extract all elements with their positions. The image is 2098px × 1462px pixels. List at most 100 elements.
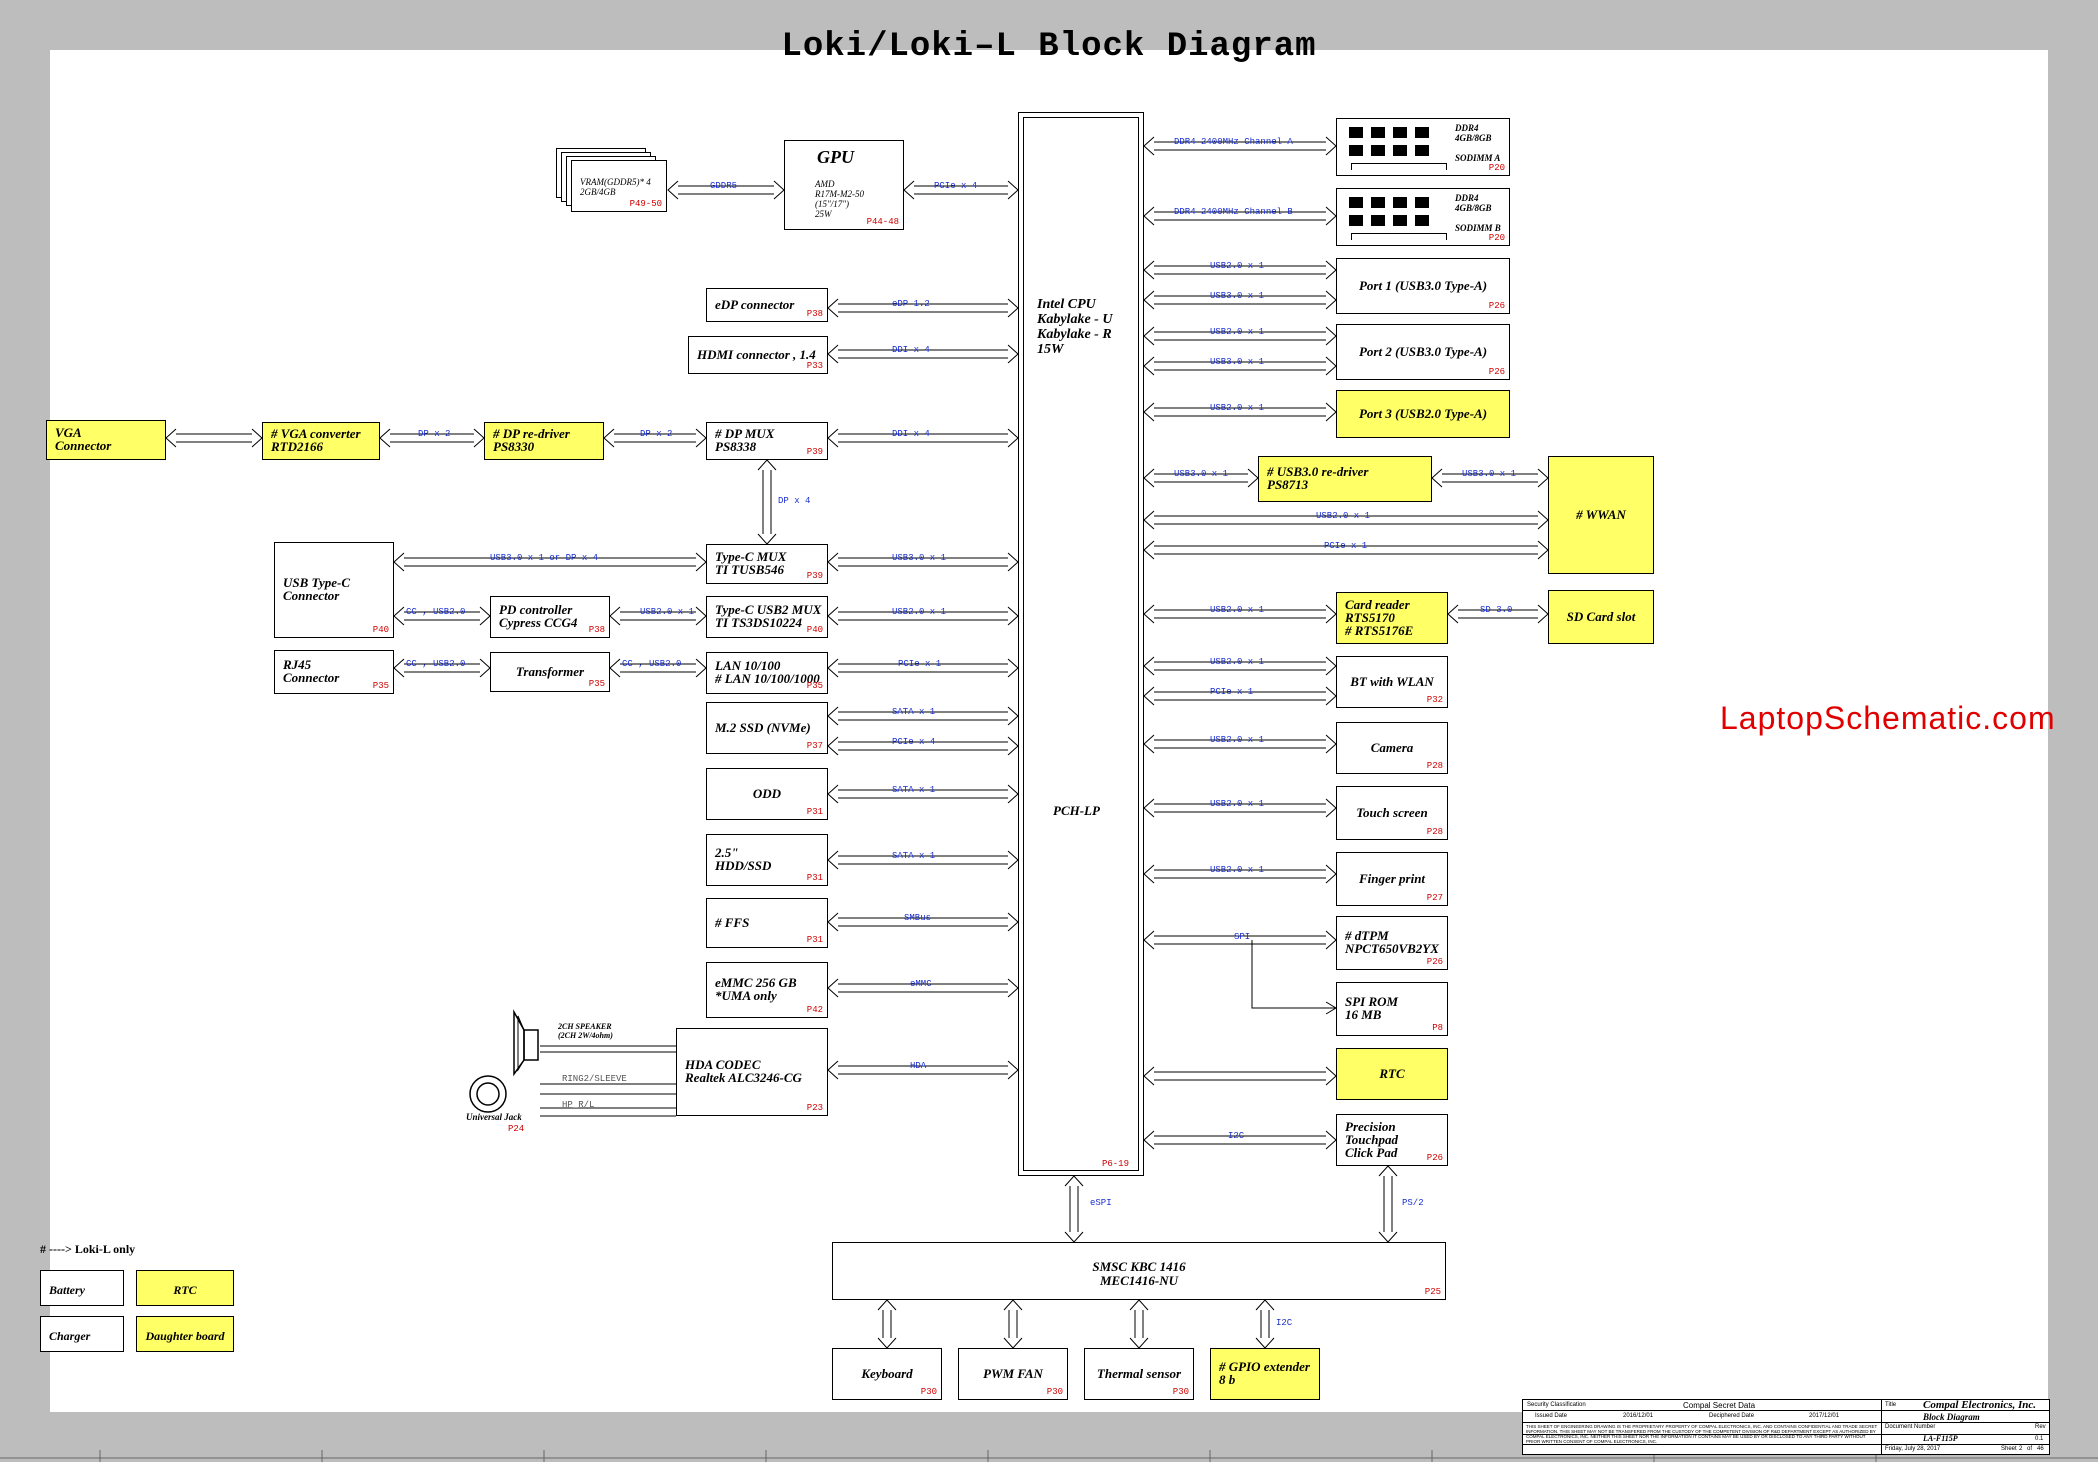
signal-dp4: DP x 4 — [778, 496, 811, 506]
bus-arrow — [393, 552, 707, 572]
tcmux-page: P39 — [806, 571, 823, 581]
sdslot-block: SD Card slot — [1548, 590, 1654, 644]
tb-company: Compal Electronics, Inc. — [1923, 1399, 2037, 1411]
jack-page: P24 — [508, 1124, 525, 1134]
ffs-page: P31 — [806, 935, 823, 945]
signal-touch: USB2.0 x 1 — [1210, 799, 1265, 809]
signal-p2u3: USB3.0 x 1 — [1210, 357, 1265, 367]
dpmux-page: P39 — [806, 447, 823, 457]
speaker-icon — [513, 1009, 539, 1077]
bus-arrow — [827, 912, 1019, 932]
signal-ddr_b: DDR4 2400MHz Channel B — [1174, 207, 1293, 217]
dram-chip — [1371, 145, 1385, 156]
tb-deciphered: Deciphered Date — [1709, 1413, 1755, 1419]
dram-chip — [1371, 215, 1385, 226]
tb-rev-label: Rev — [2035, 1424, 2046, 1430]
lan-label: LAN 10/100 # LAN 10/100/1000 — [715, 658, 820, 686]
page-title: Loki/Loki–L Block Diagram — [781, 28, 1317, 66]
port3-label: Port 3 (USB2.0 Type-A) — [1358, 405, 1488, 421]
legend-daughter-label: Daughter board — [145, 1329, 225, 1343]
kbc-label: SMSC KBC 1416 MEC1416-NU — [1092, 1259, 1186, 1288]
rtc-block: RTC — [1336, 1048, 1448, 1100]
dram-chip — [1393, 145, 1407, 156]
bus-arrow — [1143, 1130, 1337, 1150]
audio-jack-icon — [469, 1075, 507, 1113]
jack-label: Universal Jack — [466, 1112, 522, 1122]
tb-issued-val: 2016/12/01 — [1623, 1413, 1654, 1419]
camera-page: P28 — [1426, 761, 1443, 771]
fan-page: P30 — [1046, 1387, 1063, 1397]
vram-page: P49-50 — [629, 199, 662, 209]
bus-arrow — [1255, 1299, 1275, 1349]
vgaconv-block: # VGA converter RTD2166 — [262, 422, 380, 460]
hdmi-page: P33 — [806, 361, 823, 371]
signal-wwan_pcie: PCIe x 1 — [1324, 541, 1368, 551]
odd-page: P31 — [806, 807, 823, 817]
bus-arrow — [1143, 540, 1549, 560]
tb-sheet: 2 — [2019, 1446, 2023, 1452]
hdd-page: P31 — [806, 873, 823, 883]
tb-deciphered-val: 2017/12/01 — [1809, 1413, 1840, 1419]
port1-label: Port 1 (USB3.0 Type-A) — [1358, 277, 1488, 293]
dram-chip — [1371, 197, 1385, 208]
dram-chip — [1371, 127, 1385, 138]
signal-dp2b: DP x 2 — [640, 429, 673, 439]
odd-block: ODD P31 — [706, 768, 828, 820]
xfmr-label: Transformer — [515, 663, 585, 679]
port1-block: Port 1 (USB3.0 Type-A)P26 — [1336, 258, 1510, 314]
dram-chip — [1349, 215, 1363, 226]
legend-rtc-label: RTC — [173, 1283, 197, 1297]
bus-arrow — [877, 1299, 897, 1349]
signal-hdmi: DDI x 4 — [892, 345, 930, 355]
rtc-label: RTC — [1379, 1065, 1405, 1081]
dram-chip — [1415, 197, 1429, 208]
wwan-block: # WWAN — [1548, 456, 1654, 574]
port3-block: Port 3 (USB2.0 Type-A) — [1336, 390, 1510, 438]
signal-sata1: SATA x 1 — [892, 707, 936, 717]
m2ssd-block: M.2 SSD (NVMe)P37 — [706, 702, 828, 754]
fan-label: PWM FAN — [983, 1365, 1043, 1381]
cardrd-block: Card reader RTS5170 # RTS5176E — [1336, 592, 1448, 644]
rj45-page: P35 — [372, 681, 389, 691]
cpu-page: P6-19 — [1101, 1159, 1129, 1169]
bus-arrow — [667, 180, 785, 200]
hda-page: P23 — [806, 1103, 823, 1113]
cpu-name: Intel CPU Kabylake - U Kabylake - R 15W — [1037, 297, 1113, 357]
usbc-page: P40 — [372, 625, 389, 635]
bus-arrow — [1129, 1299, 1149, 1349]
legend-daughter-board: Daughter board — [136, 1316, 234, 1352]
signal-sd3: SD 3.0 — [1480, 605, 1513, 615]
tcusb2-page: P40 — [806, 625, 823, 635]
tb-security: Security Classification — [1527, 1402, 1586, 1408]
signal-i2c2: I2C — [1276, 1318, 1293, 1328]
signal-edp: eDP 1.2 — [892, 299, 930, 309]
edp-page: P38 — [806, 309, 823, 319]
hdmi-label: HDMI connector , 1.4 — [697, 346, 816, 362]
signal-cam: USB2.0 x 1 — [1210, 735, 1265, 745]
signal-ps2: PS/2 — [1402, 1198, 1424, 1208]
signal-espi: eSPI — [1090, 1198, 1112, 1208]
kbd-label: Keyboard — [861, 1365, 913, 1381]
signal-pd_usb: USB2.0 x 1 — [640, 607, 695, 617]
signal-gddr5: GDDR5 — [710, 181, 738, 191]
tb-rev: 0.1 — [2035, 1436, 2044, 1442]
m2ssd-label: M.2 SSD (NVMe) — [715, 719, 811, 735]
wwan-label: # WWAN — [1576, 506, 1626, 522]
watermark: LaptopSchematic.com — [1720, 700, 2056, 736]
touch-page: P28 — [1426, 827, 1443, 837]
odd-label: ODD — [752, 785, 782, 801]
emmc-label: eMMC 256 GB *UMA only — [715, 975, 797, 1003]
tb-sheet-label: Sheet — [2001, 1446, 2017, 1452]
bus-arrow — [165, 428, 263, 448]
legend-charger: Charger — [40, 1316, 124, 1352]
dimma-label: DDR4 4GB/8GB SODIMM A — [1455, 123, 1501, 163]
tb-total: 46 — [2037, 1446, 2044, 1452]
emmc-page: P42 — [806, 1005, 823, 1015]
